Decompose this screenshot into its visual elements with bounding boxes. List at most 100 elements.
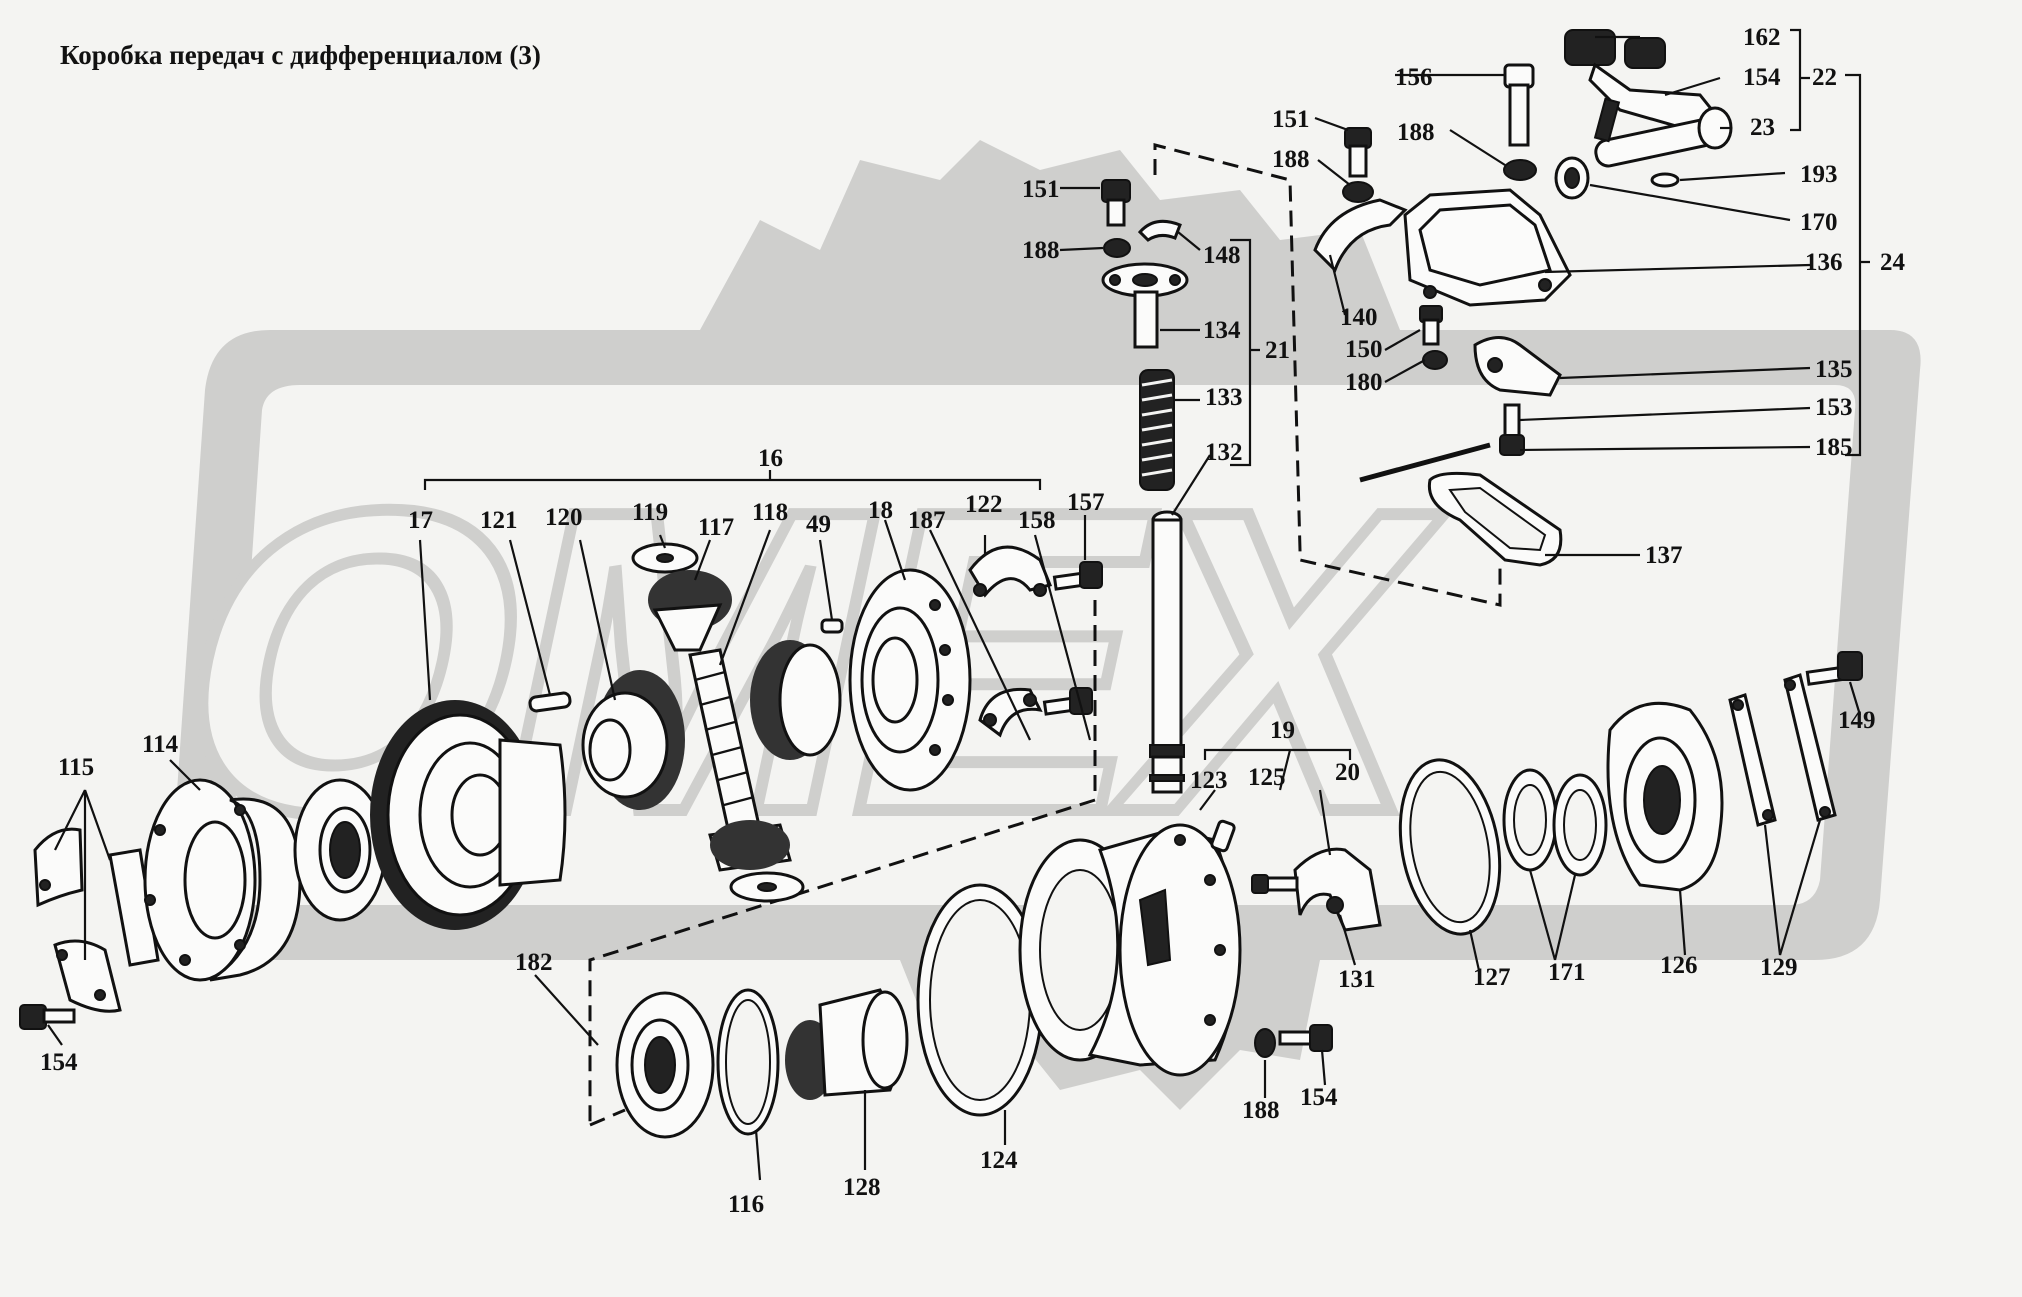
bolt-156 bbox=[1503, 63, 1535, 147]
assembly-boundary-center bbox=[588, 600, 1097, 1125]
washer-188-center bbox=[1103, 238, 1131, 258]
shaft-23 bbox=[1594, 106, 1733, 168]
label-180: 180 bbox=[1345, 369, 1383, 396]
assembly-boundary-link bbox=[589, 1108, 626, 1127]
label-140: 140 bbox=[1340, 304, 1378, 331]
label-135: 135 bbox=[1815, 356, 1853, 383]
label-18: 18 bbox=[868, 497, 893, 524]
bearing-182-lower bbox=[615, 991, 715, 1139]
pin-49 bbox=[820, 618, 844, 634]
gear-117-upper bbox=[648, 570, 732, 652]
label-17: 17 bbox=[408, 507, 433, 534]
label-121: 121 bbox=[480, 507, 518, 534]
label-16: 16 bbox=[758, 445, 783, 472]
label-162: 162 bbox=[1743, 24, 1781, 51]
washer-170 bbox=[1554, 156, 1590, 200]
label-182: 182 bbox=[515, 949, 553, 976]
part-labels: 115 114 154 17 16 121 120 119 117 118 49… bbox=[40, 24, 1906, 1218]
lever-162 bbox=[1564, 29, 1723, 132]
bolt-154-top bbox=[1593, 97, 1621, 143]
label-157: 157 bbox=[1067, 489, 1105, 516]
label-137: 137 bbox=[1645, 542, 1683, 569]
assembly-boundary-top bbox=[1153, 143, 1502, 607]
pinion-128 bbox=[785, 988, 909, 1100]
label-154: 154 bbox=[1300, 1084, 1338, 1111]
label-118: 118 bbox=[752, 499, 788, 526]
label-117: 117 bbox=[698, 514, 734, 541]
label-156: 156 bbox=[1395, 64, 1433, 91]
bearing-182-upper bbox=[293, 778, 387, 922]
housing-19 bbox=[1018, 823, 1242, 1077]
label-20: 20 bbox=[1335, 759, 1360, 786]
lever-135 bbox=[1473, 336, 1562, 397]
bolt-158 bbox=[1042, 687, 1093, 716]
seals-171 bbox=[1502, 768, 1608, 877]
label-171: 171 bbox=[1548, 959, 1586, 986]
differential-case-18 bbox=[848, 568, 972, 792]
spring-133 bbox=[1139, 369, 1175, 491]
label-116: 116 bbox=[728, 1191, 764, 1218]
label-122: 122 bbox=[965, 491, 1003, 518]
label-21: 21 bbox=[1265, 337, 1290, 364]
washer-180 bbox=[1422, 350, 1448, 370]
cover-136 bbox=[1403, 188, 1572, 307]
fork-20 bbox=[1293, 847, 1382, 932]
label-150: 150 bbox=[1345, 336, 1383, 363]
label-49: 49 bbox=[806, 511, 831, 538]
label-153: 153 bbox=[1815, 394, 1853, 421]
label-125: 125 bbox=[1248, 764, 1286, 791]
ring-116 bbox=[716, 988, 780, 1136]
label-115: 115 bbox=[58, 754, 94, 781]
bolt-150 bbox=[1419, 305, 1443, 346]
label-154: 154 bbox=[1743, 64, 1781, 91]
label-149: 149 bbox=[1838, 707, 1876, 734]
washer-119-upper bbox=[631, 542, 699, 574]
gear-120 bbox=[581, 670, 685, 810]
label-151: 151 bbox=[1272, 106, 1310, 133]
label-188: 188 bbox=[1397, 119, 1435, 146]
label-132: 132 bbox=[1205, 439, 1243, 466]
washer-188-bottom bbox=[1254, 1028, 1276, 1058]
bolt-157 bbox=[1052, 561, 1103, 591]
label-188: 188 bbox=[1272, 146, 1310, 173]
label-188: 188 bbox=[1242, 1097, 1280, 1124]
label-127: 127 bbox=[1473, 964, 1511, 991]
pin-193 bbox=[1650, 172, 1680, 188]
bolt-154-left bbox=[19, 1004, 76, 1030]
bolt-153 bbox=[1499, 403, 1525, 456]
label-129: 129 bbox=[1760, 954, 1798, 981]
pinion-16-cone bbox=[750, 640, 842, 760]
bracket-140 bbox=[1313, 198, 1408, 273]
cover-126 bbox=[1606, 701, 1724, 892]
page-title: Коробка передач с дифференциалом (3) bbox=[60, 40, 541, 70]
label-136: 136 bbox=[1805, 249, 1843, 276]
label-134: 134 bbox=[1203, 317, 1241, 344]
washer-119-lower bbox=[729, 871, 805, 903]
plates-129 bbox=[1728, 673, 1837, 827]
plate-134 bbox=[1101, 262, 1189, 349]
label-193: 193 bbox=[1800, 161, 1838, 188]
label-128: 128 bbox=[843, 1174, 881, 1201]
label-148: 148 bbox=[1203, 242, 1241, 269]
gear-117-lower bbox=[708, 820, 792, 872]
gear-17 bbox=[370, 700, 567, 930]
label-114: 114 bbox=[142, 731, 179, 758]
clip-plates-115 bbox=[33, 827, 160, 1013]
label-151: 151 bbox=[1022, 176, 1060, 203]
bolt-151-center bbox=[1101, 179, 1131, 227]
bolt-131 bbox=[1251, 874, 1299, 894]
label-131: 131 bbox=[1338, 966, 1376, 993]
label-119: 119 bbox=[632, 499, 668, 526]
label-154: 154 bbox=[40, 1049, 78, 1076]
gasket-127 bbox=[1398, 758, 1502, 936]
label-187: 187 bbox=[908, 507, 946, 534]
bolt-154-bottom bbox=[1278, 1024, 1333, 1052]
bolt-149 bbox=[1805, 651, 1863, 686]
plate-187 bbox=[978, 687, 1043, 738]
washer-188-top bbox=[1503, 159, 1537, 181]
label-124: 124 bbox=[980, 1147, 1018, 1174]
leader-lines bbox=[47, 28, 1870, 1181]
label-170: 170 bbox=[1800, 209, 1838, 236]
